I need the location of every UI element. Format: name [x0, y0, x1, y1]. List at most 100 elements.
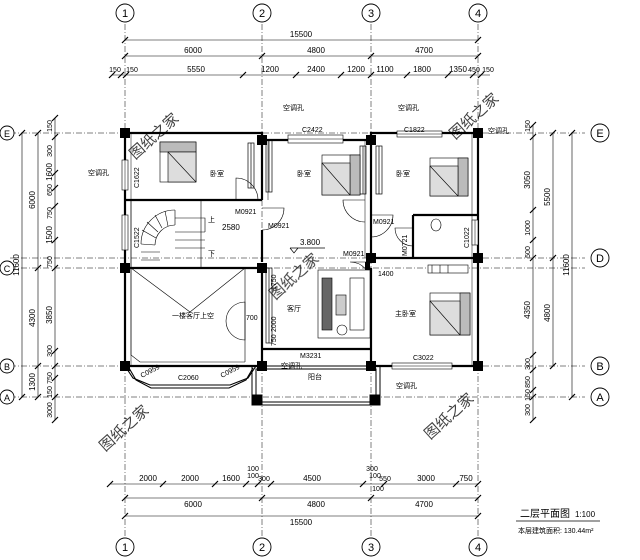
top-dimension-lines: [108, 36, 490, 79]
dim-top-span-3: 4700: [415, 46, 433, 55]
dim-top-detail-6: 1200: [347, 65, 365, 74]
ac-hole-label-1: 空调孔: [283, 103, 304, 112]
dim-right-detail-2: 3050: [523, 171, 532, 189]
dim-left-detail-10: 750: [47, 372, 54, 384]
dim-interior-700: 700: [246, 315, 258, 322]
void-outline: [130, 267, 246, 363]
dim-right-detail-5: 4350: [523, 301, 532, 319]
bathroom-fixtures: [427, 218, 469, 274]
dim-right-detail-7: 850: [525, 376, 532, 388]
axis-label-4-bottom: 4: [475, 542, 481, 554]
axis-label-1-top: 1: [122, 8, 128, 20]
window-code-c1522: C1522: [134, 227, 141, 248]
axis-label-2-bottom: 2: [259, 542, 265, 554]
dim-top-detail-8: 1800: [413, 65, 431, 74]
balcony: [251, 365, 381, 406]
dim-top-detail-4: 1200: [261, 65, 279, 74]
bed-bedroom-3: [429, 157, 469, 197]
dim-top-detail-2: 150: [126, 67, 138, 74]
living-furniture: [317, 269, 371, 339]
dim-top-detail-9: 1350: [449, 65, 467, 74]
dim-bottom-small-2: 300: [258, 476, 270, 483]
dim-top-total: 15500: [290, 30, 313, 39]
window-code-c1822: C1822: [404, 127, 425, 134]
dim-top-detail-1: 150: [109, 67, 121, 74]
dim-right-detail-4: 500: [525, 246, 532, 258]
dim-left-total: 11600: [12, 254, 21, 276]
dim-right-detail-9: 300: [525, 404, 532, 416]
dim-bottom-span-1: 6000: [184, 500, 202, 509]
axis-label-2-top: 2: [259, 8, 265, 20]
dim-top-detail-5: 2400: [307, 65, 325, 74]
ac-hole-label-5: 空调孔: [396, 381, 417, 390]
window-code-c2060: C2060: [178, 375, 199, 382]
door-code-m0921-b: M0921: [268, 223, 290, 230]
room-label-bedroom-2: 卧室: [297, 169, 311, 178]
bed-bedroom-2: [321, 154, 361, 196]
dim-left-major-3: 1300: [28, 373, 37, 391]
stair-up-label: 上: [208, 215, 215, 224]
room-label-living: 客厅: [287, 304, 301, 313]
dim-bottom-span-3: 4700: [415, 500, 433, 509]
dim-top-span-1: 6000: [184, 46, 202, 55]
doors: [235, 177, 414, 284]
dim-bottom-detail-1: 2000: [139, 474, 157, 483]
dim-right-total: 11600: [562, 254, 571, 276]
dim-bottom-detail-4: 100: [247, 466, 259, 473]
dim-interior-1750: 1750: [271, 274, 278, 290]
axis-label-a-right: A: [596, 392, 604, 404]
dim-top-detail-7: 1100: [376, 65, 394, 74]
floor-area-note: 本层建筑面积: 130.44m²: [518, 526, 594, 535]
dim-interior-1400: 1400: [378, 271, 394, 278]
dim-left-detail-5: 750: [47, 207, 54, 219]
stair-down-label: 下: [208, 250, 215, 258]
watermark-5: 图纸之家: [421, 390, 477, 443]
dim-bottom-detail-7: 3000: [417, 474, 435, 483]
dim-right-major-1: 5500: [543, 188, 552, 206]
door-code-m0921-a: M0921: [235, 209, 257, 216]
elevation-marker: [289, 247, 325, 254]
dim-left-detail-6: 1500: [45, 226, 54, 244]
dim-bottom-small-4: 550: [379, 476, 391, 483]
ac-hole-label-6: 空调孔: [488, 126, 509, 135]
bottom-dimension-lines: [106, 480, 482, 520]
dim-top-detail-11: 150: [482, 67, 494, 74]
ac-hole-label-3: 空调孔: [88, 168, 109, 177]
axis-label-3-bottom: 3: [368, 542, 374, 554]
dim-left-detail-4: 650: [47, 184, 54, 196]
dim-left-detail-9: 300: [47, 345, 54, 357]
dim-bottom-small-5: 100: [372, 486, 384, 493]
watermark-4: 图纸之家: [96, 402, 152, 455]
window-mullions: [124, 133, 476, 367]
dim-top-detail-3: 5550: [187, 65, 205, 74]
dim-right-major-2: 4800: [543, 304, 552, 322]
ac-hole-label-2: 空调孔: [398, 103, 419, 112]
dim-bottom-detail-3: 1600: [222, 474, 240, 483]
door-code-m3231: M3231: [300, 353, 322, 360]
dim-bottom-small-1: 100: [247, 473, 259, 480]
window-code-c2422: C2422: [302, 127, 323, 134]
dim-top-detail-10: 450: [468, 67, 480, 74]
dim-interior-750: 750: [271, 334, 278, 346]
dim-bottom-total: 15500: [290, 518, 313, 527]
room-label-master: 主卧室: [395, 309, 416, 318]
dim-interior-2580: 2580: [222, 223, 240, 232]
right-dimension-lines: [529, 121, 576, 424]
axis-label-4-top: 4: [475, 8, 481, 20]
dim-left-major-1: 6000: [28, 191, 37, 209]
dim-left-detail-11: 150: [47, 386, 54, 398]
axis-label-b-left: B: [4, 362, 10, 372]
dim-bottom-span-2: 4800: [307, 500, 325, 509]
dim-top-span-2: 4800: [307, 46, 325, 55]
dim-left-detail-1: 150: [47, 120, 54, 132]
axis-label-e-left: E: [4, 129, 10, 139]
bed-bedroom-1: [159, 141, 197, 183]
drawing-scale: 1:100: [575, 510, 596, 519]
dim-bottom-small-3: 100: [369, 473, 381, 480]
axis-label-3-top: 3: [368, 8, 374, 20]
door-code-m0921-c: M0921: [373, 219, 395, 226]
room-label-void: 一楼客厅上空: [172, 311, 214, 320]
elevation-label: 3.800: [300, 238, 321, 247]
bay-window: [124, 365, 257, 389]
door-code-m0921-d: M0921: [343, 251, 365, 258]
